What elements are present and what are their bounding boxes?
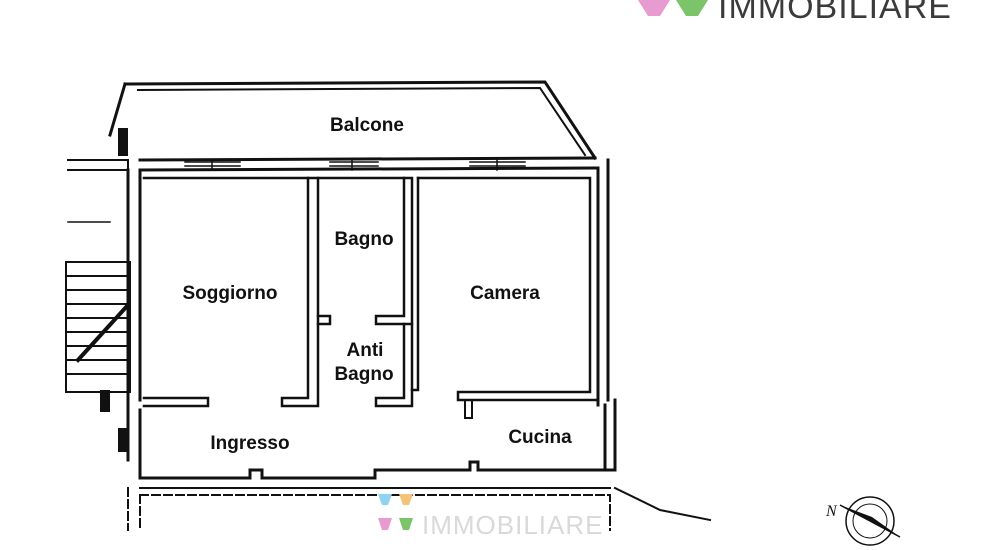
- label-anti-bagno-line2: Bagno: [334, 364, 393, 385]
- window-bagno: [329, 159, 379, 171]
- staircase: [65, 261, 131, 393]
- brand-logo-icon: [638, 0, 708, 16]
- wall-south: [138, 460, 607, 480]
- compass-north-label: N: [826, 503, 837, 520]
- wall-bagno-east: [374, 176, 414, 326]
- label-anti-bagno-line1: Anti: [347, 340, 384, 361]
- label-balcone: Balcone: [330, 115, 404, 136]
- watermark-logo-icon: [378, 494, 413, 530]
- wall-soggiorno-east: [280, 176, 320, 408]
- brand-name: IMMOBILIARE: [718, 0, 952, 26]
- wall-camera: [416, 176, 600, 402]
- wall-soggiorno-south: [142, 396, 210, 408]
- label-ingresso: Ingresso: [210, 433, 289, 454]
- window-camera: [469, 159, 526, 171]
- lower-outline: [127, 487, 611, 531]
- label-soggiorno: Soggiorno: [183, 283, 278, 304]
- watermark-text: IMMOBILIARE: [422, 510, 604, 540]
- wall-north: [138, 156, 597, 162]
- balcony-outline: [123, 80, 598, 161]
- label-bagno: Bagno: [334, 229, 393, 250]
- label-cucina: Cucina: [508, 427, 572, 448]
- north-arrow-icon: [839, 496, 901, 546]
- label-camera: Camera: [470, 283, 540, 304]
- window-soggiorno: [184, 159, 241, 171]
